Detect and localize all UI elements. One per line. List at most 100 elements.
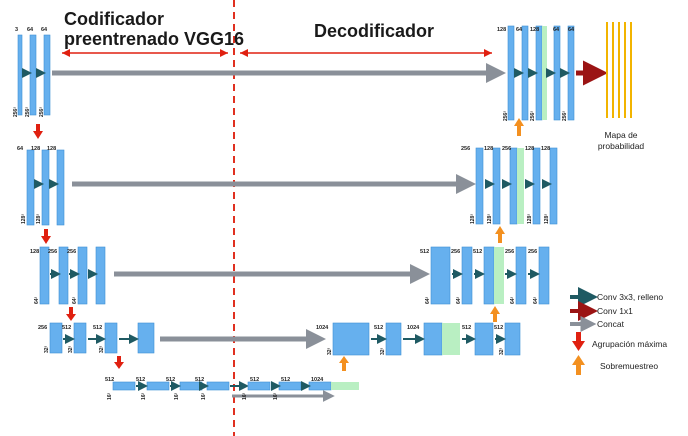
feature-map xyxy=(146,381,170,391)
dim-label: 128² xyxy=(527,214,533,224)
probability-map-label-line2: probabilidad xyxy=(597,140,645,151)
upsample-arrow xyxy=(514,118,524,136)
channel-label: 512 xyxy=(195,377,204,383)
feature-map xyxy=(29,34,37,116)
channel-label: 512 xyxy=(93,325,102,331)
feature-map xyxy=(73,322,87,354)
dim-label: 256² xyxy=(530,111,536,121)
channel-label: 512 xyxy=(166,377,175,383)
channel-label: 1024 xyxy=(407,325,420,331)
dim-label: 256² xyxy=(562,111,568,121)
dim-label: 256² xyxy=(503,111,509,121)
upsample-arrow xyxy=(490,306,500,322)
legend-concat-label: Concat xyxy=(597,319,625,329)
pool-arrow xyxy=(114,356,124,369)
channel-label: 256 xyxy=(461,146,470,152)
dim-label: 32² xyxy=(68,345,74,353)
feature-map xyxy=(474,322,494,356)
dim-label: 16² xyxy=(107,392,113,400)
channel-label: 64 xyxy=(41,27,48,33)
feature-map xyxy=(247,381,271,391)
dim-label: 16² xyxy=(273,392,279,400)
dim-label: 32² xyxy=(499,347,505,355)
skip-map xyxy=(517,148,524,224)
feature-map xyxy=(483,246,495,305)
legend-upsample-label: Sobremuestreo xyxy=(600,361,658,371)
probability-map-label: Mapa de probabilidad xyxy=(584,130,658,151)
channel-label: 512 xyxy=(250,377,259,383)
channel-label: 64 xyxy=(553,27,560,33)
channel-label: 64 xyxy=(568,27,575,33)
feature-map xyxy=(39,246,50,305)
legend-icons xyxy=(570,287,598,375)
channel-label: 512 xyxy=(473,249,482,255)
dim-label: 128² xyxy=(21,214,27,224)
feature-map xyxy=(567,25,575,121)
skip-map xyxy=(442,323,460,355)
channel-label: 256 xyxy=(502,146,511,152)
dim-label: 32² xyxy=(327,347,333,355)
skip-map xyxy=(542,26,547,120)
feature-map xyxy=(43,34,51,116)
channel-label: 3 xyxy=(15,27,18,33)
channel-label: 128 xyxy=(497,27,506,33)
decoder-span-arrow xyxy=(240,49,492,57)
pool-arrow xyxy=(66,307,76,321)
legend-pool-icon xyxy=(572,332,585,351)
channel-label: 256 xyxy=(451,249,460,255)
channel-label: 256 xyxy=(48,249,57,255)
dim-label: 16² xyxy=(201,392,207,400)
channel-label: 512 xyxy=(281,377,290,383)
pool-arrow xyxy=(33,124,43,139)
encoder-title-line1: Codificador xyxy=(64,9,165,29)
feature-map xyxy=(423,322,443,356)
encoder-span-arrow xyxy=(62,49,228,57)
feature-map xyxy=(515,246,527,305)
channel-label: 512 xyxy=(136,377,145,383)
dim-label: 128² xyxy=(544,214,550,224)
feature-map xyxy=(504,322,521,356)
feature-map xyxy=(104,322,118,354)
level-5 xyxy=(112,381,359,402)
legend-conv3-label: Conv 3x3, relleno xyxy=(597,292,663,302)
encoder-title-line2: preentrenado VGG16 xyxy=(64,28,245,49)
channel-label: 256 xyxy=(38,325,47,331)
legend-upsample-icon xyxy=(572,355,585,375)
feature-map xyxy=(509,147,518,225)
channel-label: 512 xyxy=(462,325,471,331)
feature-map xyxy=(538,246,550,305)
dim-label: 64² xyxy=(456,296,462,304)
legend-conv1-label: Conv 1x1 xyxy=(597,306,633,316)
skip-map xyxy=(331,382,359,390)
dim-label: 256² xyxy=(25,107,31,117)
feature-map xyxy=(461,246,473,305)
feature-map xyxy=(430,246,451,305)
feature-map xyxy=(475,147,484,225)
channel-label: 512 xyxy=(62,325,71,331)
level-2 xyxy=(26,147,558,226)
channel-label: 1024 xyxy=(316,325,329,331)
feature-map xyxy=(535,25,543,121)
feature-map xyxy=(49,322,63,354)
feature-map xyxy=(549,147,558,225)
channel-label: 256 xyxy=(528,249,537,255)
feature-map xyxy=(77,246,88,305)
feature-map xyxy=(521,25,529,121)
level-4 xyxy=(49,322,521,356)
dim-label: 32² xyxy=(380,347,386,355)
feature-map xyxy=(95,246,106,305)
dim-label: 16² xyxy=(141,392,147,400)
dim-label: 128² xyxy=(36,214,42,224)
feature-map xyxy=(41,149,50,226)
channel-label: 512 xyxy=(105,377,114,383)
channel-label: 128 xyxy=(525,146,534,152)
dim-label: 64² xyxy=(34,296,40,304)
channel-label: 64 xyxy=(17,146,24,152)
channel-label: 128 xyxy=(31,146,40,152)
feature-map xyxy=(507,25,515,121)
channel-label: 128 xyxy=(541,146,550,152)
channel-label: 256 xyxy=(67,249,76,255)
dim-label: 64² xyxy=(533,296,539,304)
feature-map xyxy=(206,381,230,391)
